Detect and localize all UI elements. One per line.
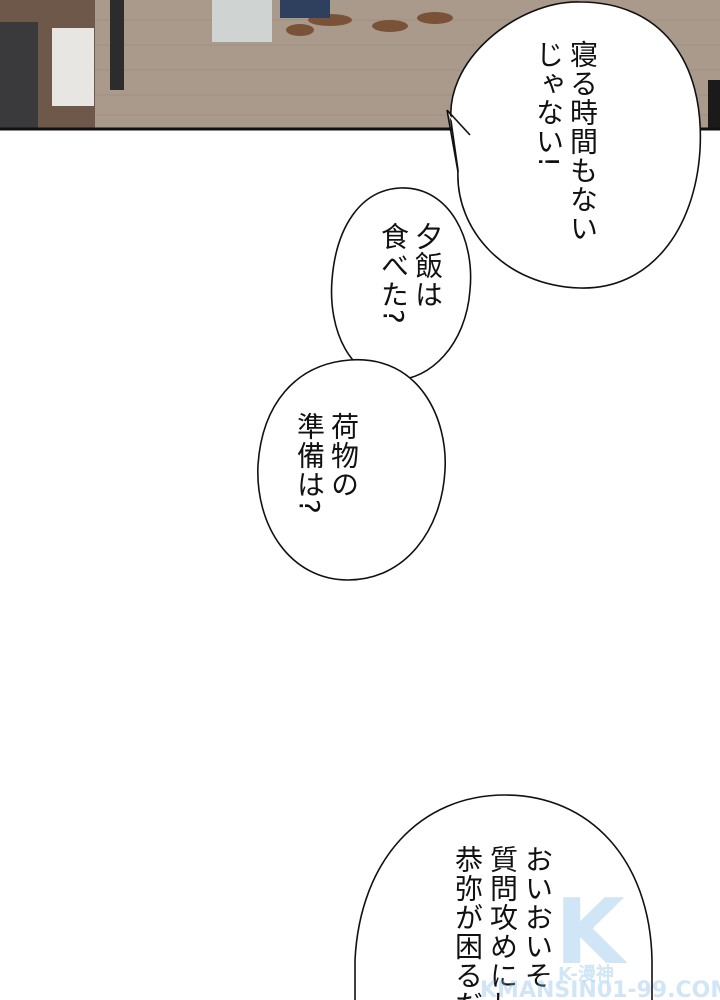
bubble-2-line-1: 夕飯は <box>411 222 444 309</box>
bubble-1-line-2: じゃない! <box>532 40 565 169</box>
bubble-4-line-3: 恭弥が困るだ <box>451 845 484 1000</box>
bubble-3-line-2: 準備は? <box>293 412 326 515</box>
watermark-logo: K <box>555 880 625 985</box>
bubble-4-line-1: おいおいそ <box>521 845 554 990</box>
bubble-3-line-1: 荷物の <box>327 412 360 499</box>
bubble-4-line-2: 質問攻めにし <box>486 845 519 1000</box>
speech-bubbles <box>257 1 702 1000</box>
speaker <box>0 22 38 129</box>
bubble-1-line-1: 寝る時間もない <box>566 40 599 243</box>
bubble-1-shape <box>450 1 702 289</box>
watermark-site: KMANSIN01-99.COM <box>480 978 720 1000</box>
bubble-2-line-2: 食べた? <box>377 222 410 325</box>
watermark-tagline: K-漫神 <box>558 964 614 985</box>
feet <box>212 0 272 42</box>
bubble-4-shape <box>354 794 653 1000</box>
bubble-3-shape <box>257 359 446 581</box>
